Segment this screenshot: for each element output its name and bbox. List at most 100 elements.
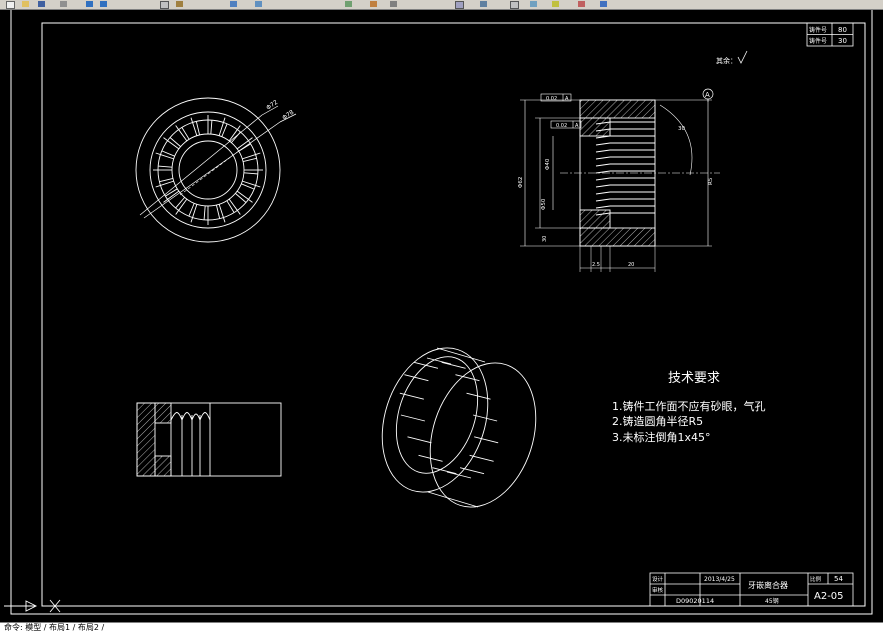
tooth-tip (237, 125, 241, 130)
design-center-icon[interactable] (552, 1, 559, 7)
tech-req-title: 技术要求 (668, 371, 720, 386)
iso-tooth (446, 471, 472, 479)
sheet-icon[interactable] (510, 1, 519, 9)
iso-tooth (441, 361, 466, 369)
tooth-line (160, 154, 174, 160)
tooth-line (181, 127, 190, 140)
dim-d1: Φ72 (265, 99, 279, 112)
tooth-line (165, 188, 178, 197)
toolbar (0, 0, 883, 10)
dim-h1: 20 (628, 262, 634, 268)
tooth-line (167, 140, 180, 150)
iso-tooth (426, 357, 452, 365)
tooth-edge (595, 212, 611, 216)
drawing-canvas[interactable]: 铸件号 80 铸件号 30 其余： Φ72 Φ78 (0, 10, 883, 622)
tooth-line (236, 190, 249, 200)
copy-icon[interactable] (160, 1, 169, 9)
ratio-value: 54 (834, 575, 843, 583)
zoom-icon[interactable] (255, 1, 262, 7)
tooth-edge (595, 128, 611, 132)
tooth-tip (223, 217, 226, 223)
tooth-edge (595, 205, 611, 209)
material: 45钢 (765, 597, 779, 605)
tooth-line (169, 137, 181, 147)
block-icon[interactable] (530, 1, 537, 7)
tooth-line (195, 121, 201, 136)
measure-icon[interactable] (390, 1, 397, 7)
properties-icon[interactable] (370, 1, 377, 7)
dim-h2: 2.5 (592, 262, 600, 268)
iso-tooth (459, 467, 485, 475)
tooth-line (215, 204, 221, 219)
title-block (649, 572, 854, 607)
tooth-line (228, 198, 238, 211)
tooth-line (178, 129, 188, 142)
tooth-line (226, 200, 235, 213)
part-name: 牙嵌离合器 (748, 580, 788, 590)
ratio-label: 比例 (810, 575, 822, 583)
tooth-line (218, 204, 224, 218)
tooth-tip (255, 152, 261, 155)
tooth-line (242, 154, 256, 160)
pan-icon[interactable] (230, 1, 237, 7)
dim-v3: Φ40 (545, 158, 551, 170)
tooth-line (236, 140, 249, 150)
tool-palette-icon[interactable] (578, 1, 585, 7)
new-file-icon[interactable] (6, 1, 15, 9)
iso-tooth (413, 361, 439, 369)
corner-table: 铸件号 80 铸件号 30 (806, 22, 854, 47)
open-file-icon[interactable] (22, 1, 29, 7)
print-icon[interactable] (60, 1, 67, 7)
roughness-symbol-icon (737, 50, 748, 64)
help-icon[interactable] (600, 1, 607, 7)
dim-v1: Φ62 (518, 177, 524, 188)
iso-tooth (466, 392, 491, 400)
tooth-edge (595, 156, 611, 160)
tooth-tip (248, 199, 253, 203)
save-icon[interactable] (38, 1, 45, 7)
isometric-view (381, 347, 537, 508)
tooth-tip (190, 117, 193, 123)
iso-tooth (407, 436, 432, 444)
front-view (520, 88, 720, 272)
tooth-line (158, 165, 173, 168)
datum-letter: A (705, 91, 710, 99)
tooth-line (210, 120, 213, 135)
corner-value-1: 80 (838, 26, 847, 34)
dim-h3: 30 (542, 236, 548, 242)
design-label: 设计 (652, 575, 664, 583)
tooth-line (243, 172, 258, 175)
tooth-edge (595, 121, 611, 125)
tol-value-2: 0.02 (556, 123, 567, 129)
iso-tooth (418, 454, 443, 462)
tooth-line (167, 190, 180, 200)
tooth-line (221, 123, 228, 137)
tooth-line (178, 198, 188, 211)
tol-datum-2: A (575, 123, 579, 129)
dim-r1: R5 (708, 177, 714, 185)
tooth-tip (163, 199, 168, 203)
corner-label-2: 铸件号 (809, 37, 827, 45)
markup-icon[interactable] (480, 1, 487, 7)
tooth-edge (595, 142, 611, 146)
tech-req-item-1: 1.铸件工作面不应有砂眼，气孔 (612, 399, 766, 413)
layer-icon[interactable] (345, 1, 352, 7)
paste-icon[interactable] (176, 1, 183, 7)
tooth-tip (255, 185, 261, 188)
tooth-tip (237, 210, 241, 215)
ucs-icon[interactable] (4, 599, 61, 613)
tooth-edge (595, 184, 611, 188)
undo-icon[interactable] (86, 1, 93, 7)
tooth-tip (175, 125, 179, 130)
tooth-line (241, 183, 255, 190)
tooth-line (192, 204, 198, 218)
top-view (135, 97, 297, 243)
tooth-edge (595, 191, 611, 195)
calculator-icon[interactable] (455, 1, 464, 9)
tooth-tip (223, 117, 226, 123)
command-line[interactable]: 命令: 模型 / 布局1 / 布局2 / (0, 622, 883, 632)
redo-icon[interactable] (100, 1, 107, 7)
tooth-line (175, 197, 185, 209)
tooth-tip (163, 137, 168, 141)
tooth-line (159, 177, 174, 183)
